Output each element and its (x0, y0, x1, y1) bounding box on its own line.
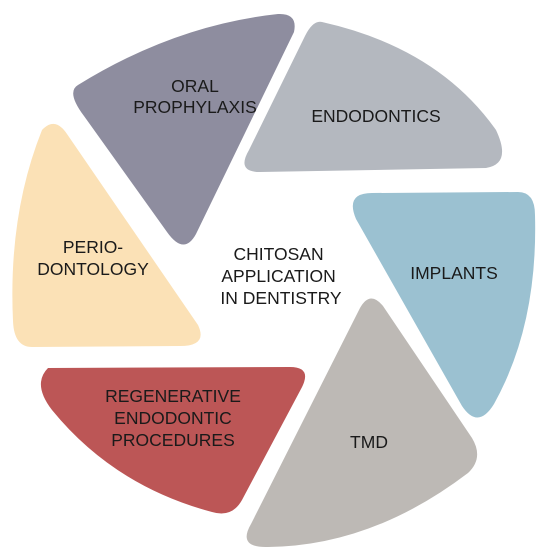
segment-label-line-implants-1: IMPLANTS (410, 263, 498, 283)
segment-label-line-periodontology-1: PERIO- (63, 237, 123, 257)
segment-label-line-regenerative-endodontic-procedures-3: PROCEDURES (111, 430, 235, 450)
segment-label-implants: IMPLANTS (410, 263, 498, 283)
segment-label-line-tmd-1: TMD (350, 432, 388, 452)
segment-label-endodontics: ENDODONTICS (311, 106, 440, 126)
segment-endodontics: ENDODONTICS (244, 21, 503, 173)
segment-tmd: TMD (246, 298, 478, 548)
segment-shape-oral-prophylaxis (73, 13, 295, 245)
center-title-line-3: IN DENTISTRY (220, 288, 342, 308)
segment-shape-periodontology (12, 123, 201, 347)
segment-label-line-oral-prophylaxis-1: ORAL (171, 76, 219, 96)
segment-label-periodontology: PERIO-DONTOLOGY (37, 237, 149, 279)
segment-periodontology: PERIO-DONTOLOGY (12, 123, 201, 347)
segment-label-line-regenerative-endodontic-procedures-1: REGENERATIVE (105, 386, 241, 406)
segment-label-line-regenerative-endodontic-procedures-2: ENDODONTIC (114, 408, 232, 428)
segment-shape-tmd (246, 298, 478, 548)
segment-shape-regenerative-endodontic-procedures (40, 367, 306, 514)
segment-label-tmd: TMD (350, 432, 388, 452)
center-title-line-1: CHITOSAN (234, 244, 324, 264)
segment-shape-implants (352, 192, 536, 418)
segment-label-line-periodontology-2: DONTOLOGY (37, 259, 149, 279)
segment-implants: IMPLANTS (352, 192, 536, 418)
segment-shape-endodontics (244, 21, 503, 173)
center-title-line-2: APPLICATION (221, 266, 335, 286)
segment-label-line-oral-prophylaxis-2: PROPHYLAXIS (133, 97, 257, 117)
segment-label-line-endodontics-1: ENDODONTICS (311, 106, 440, 126)
center-title: CHITOSAN APPLICATION IN DENTISTRY (220, 244, 342, 308)
